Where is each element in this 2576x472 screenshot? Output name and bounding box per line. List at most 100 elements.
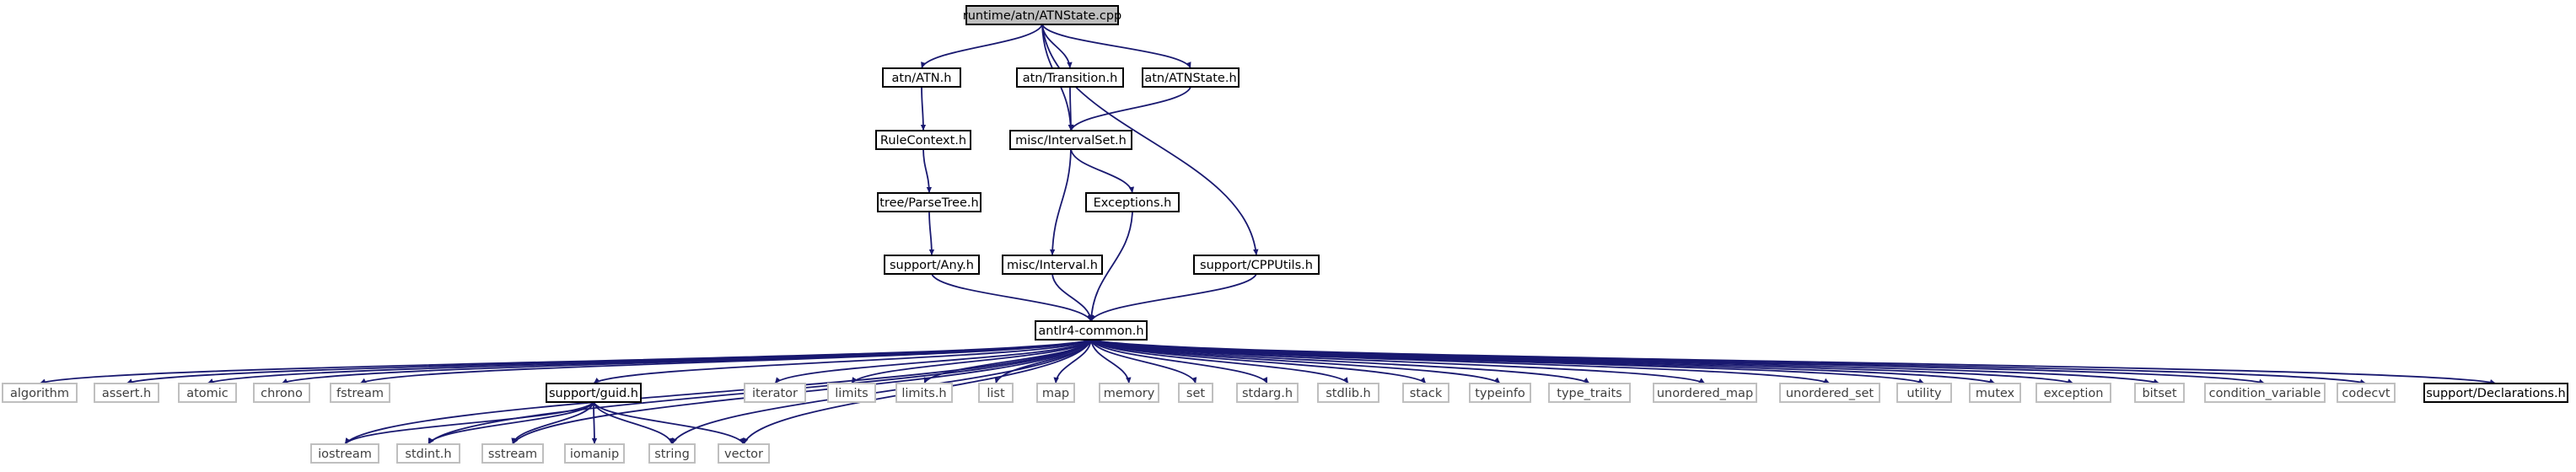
edge-root-to-transition_h: [1041, 24, 1073, 69]
edge-rulecontext_h-to-parsetree_h: [922, 148, 933, 194]
node-label: exception: [2044, 387, 2104, 400]
node-box: [744, 383, 806, 403]
node-utility: utility: [1896, 383, 1952, 403]
node-box: [2204, 383, 2326, 403]
edge-intervalset_h-to-exceptions_h: [1070, 148, 1135, 194]
node-intervalset-h[interactable]: misc/IntervalSet.h: [1009, 130, 1132, 150]
node-condition-variable: condition_variable: [2204, 383, 2326, 403]
node-cpputils-h[interactable]: support/CPPUtils.h: [1193, 255, 1320, 275]
node-label: support/Any.h: [890, 259, 974, 272]
edge-common_h-to-limits_h: [923, 339, 1092, 384]
node-exceptions-h[interactable]: Exceptions.h: [1085, 192, 1180, 212]
node-stdlib-h: stdlib.h: [1317, 383, 1379, 403]
node-any-h[interactable]: support/Any.h: [884, 255, 980, 275]
node-guid-h[interactable]: support/guid.h: [546, 383, 642, 403]
node-memory: memory: [1099, 383, 1159, 403]
edges-layer: [39, 24, 2497, 445]
node-label: unordered_map: [1657, 387, 1753, 400]
node-label: stdlib.h: [1326, 387, 1371, 400]
node-interval-h[interactable]: misc/Interval.h: [1002, 255, 1103, 275]
edge-common_h-to-guid_h: [593, 339, 1092, 384]
edge-common_h-to-iterator: [774, 339, 1092, 384]
node-label: mutex: [1976, 387, 2015, 400]
node-parsetree-h[interactable]: tree/ParseTree.h: [877, 192, 981, 212]
node-label: assert.h: [102, 387, 151, 400]
edge-any_h-to-common_h: [931, 273, 1092, 322]
node-chrono: chrono: [253, 383, 310, 403]
edge-guid_h-to-iostream: [344, 401, 594, 445]
node-root[interactable]: runtime/atn/ATNState.cpp: [963, 5, 1122, 25]
node-label: stack: [1410, 387, 1443, 400]
node-box: [2337, 383, 2396, 403]
node-limits: limits: [827, 383, 876, 403]
node-common-h[interactable]: antlr4-common.h: [1035, 320, 1148, 341]
node-stdint-h: stdint.h: [396, 443, 460, 464]
node-label: limits.h: [901, 387, 946, 400]
edge-common_h-to-atomic: [207, 339, 1092, 384]
node-box: [253, 383, 310, 403]
node-label: stdarg.h: [1242, 387, 1293, 400]
node-atn-h[interactable]: atn/ATN.h: [882, 67, 961, 88]
node-box: [1016, 67, 1124, 88]
node-box: [827, 383, 876, 403]
edge-common_h-to-stdlib_h: [1090, 339, 1349, 384]
node-transition-h[interactable]: atn/Transition.h: [1016, 67, 1124, 88]
node-atomic: atomic: [178, 383, 237, 403]
node-label: tree/ParseTree.h: [879, 196, 978, 210]
node-box: [310, 443, 379, 464]
node-box: [1099, 383, 1159, 403]
node-label: memory: [1104, 387, 1155, 400]
node-box: [1236, 383, 1299, 403]
node-box: [978, 383, 1014, 403]
node-box: [1548, 383, 1631, 403]
node-box: [396, 443, 460, 464]
node-iomanip: iomanip: [564, 443, 625, 464]
node-exception: exception: [2036, 383, 2111, 403]
node-atnstate-h[interactable]: atn/ATNState.h: [1142, 67, 1240, 88]
node-label: support/guid.h: [549, 387, 638, 400]
node-label: bitset: [2142, 387, 2176, 400]
edge-common_h-to-iostream: [344, 339, 1092, 445]
edge-parsetree_h-to-any_h: [928, 211, 935, 256]
node-box: [564, 443, 625, 464]
node-box: [875, 130, 971, 150]
nodes-layer: runtime/atn/ATNState.cpp atn/ATN.h atn/Tra…: [2, 5, 2568, 464]
node-label: runtime/atn/ATNState.cpp: [963, 9, 1122, 23]
node-mutex: mutex: [1969, 383, 2021, 403]
node-box: [895, 383, 953, 403]
edge-common_h-to-typeinfo: [1090, 339, 1501, 384]
node-rulecontext-h[interactable]: RuleContext.h: [875, 130, 971, 150]
node-iostream: iostream: [310, 443, 379, 464]
node-box: [1317, 383, 1379, 403]
node-label: RuleContext.h: [880, 134, 966, 148]
node-unordered-set: unordered_set: [1779, 383, 1880, 403]
node-label: codecvt: [2342, 387, 2390, 400]
node-set: set: [1178, 383, 1213, 403]
node-box: [1142, 67, 1240, 88]
node-label: stdint.h: [405, 448, 451, 461]
node-box: [1193, 255, 1320, 275]
node-box: [546, 383, 642, 403]
node-box: [1896, 383, 1952, 403]
node-box: [965, 5, 1119, 25]
node-label: unordered_set: [1786, 387, 1874, 400]
node-label: iterator: [752, 387, 798, 400]
edge-guid_h-to-stdint_h: [428, 401, 594, 445]
node-label: atomic: [186, 387, 229, 400]
node-declarations-h[interactable]: support/Declarations.h: [2423, 383, 2568, 403]
node-label: antlr4-common.h: [1038, 324, 1143, 338]
node-label: condition_variable: [2209, 387, 2321, 400]
node-label: sstream: [488, 448, 537, 461]
edge-root-to-cpputils_h: [1041, 24, 1259, 256]
node-label: Exceptions.h: [1094, 196, 1172, 210]
node-box: [877, 192, 981, 212]
node-label: list: [987, 387, 1005, 400]
edge-exceptions_h-to-common_h: [1089, 211, 1133, 322]
node-unordered-map: unordered_map: [1653, 383, 1757, 403]
node-box: [178, 383, 237, 403]
node-list: list: [978, 383, 1014, 403]
node-bitset: bitset: [2134, 383, 2185, 403]
node-vector: vector: [718, 443, 770, 464]
node-box: [648, 443, 696, 464]
